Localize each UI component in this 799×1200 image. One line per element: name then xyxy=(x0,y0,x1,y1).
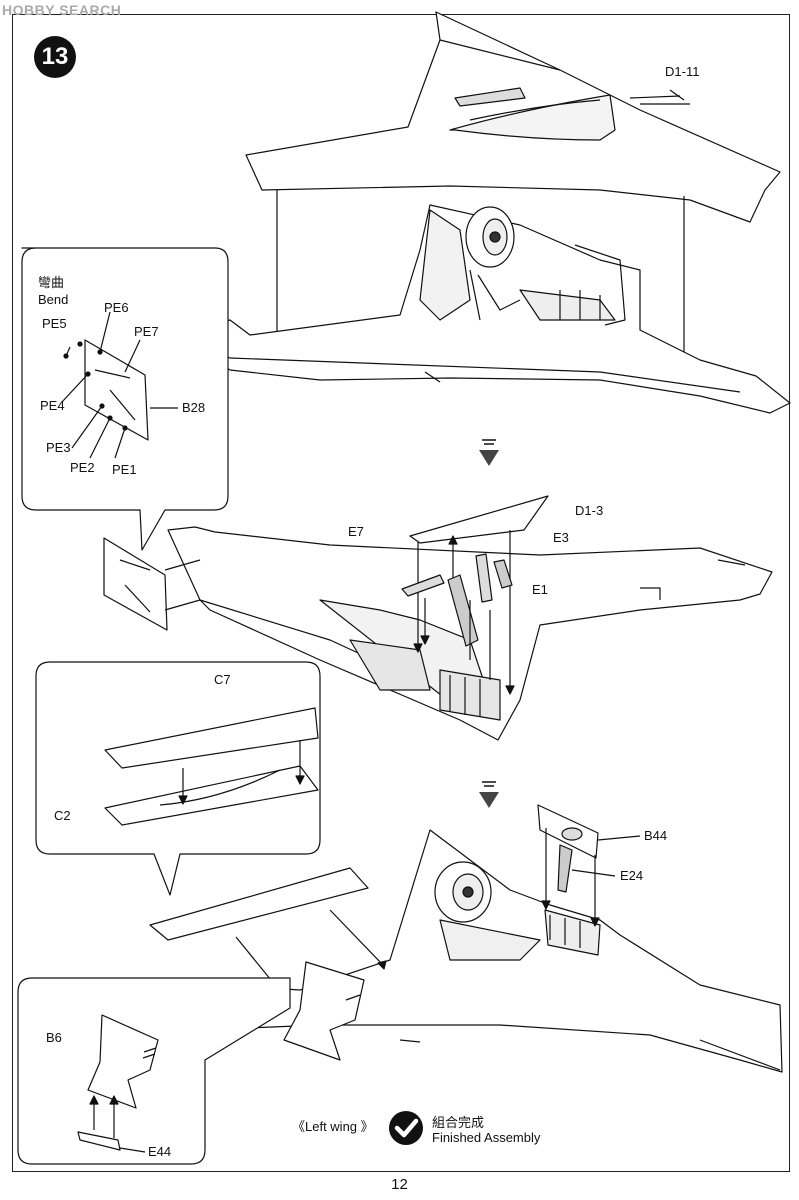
down-arrow-icon-2 xyxy=(479,781,499,808)
step-number-badge: 13 xyxy=(34,36,76,78)
label-pe3: PE3 xyxy=(46,440,71,455)
door-d1-3 xyxy=(409,495,549,695)
left-wing-caption: 《Left wing 》 xyxy=(292,1119,374,1134)
upper-wing-skin-d1-11 xyxy=(245,11,781,223)
small-parts-e7-e3-e1 xyxy=(401,553,513,680)
label-bend: Bend xyxy=(38,292,69,307)
bend-detail-inset xyxy=(21,247,229,551)
finished-caption-en: Finished Assembly xyxy=(432,1130,541,1145)
label-e44: E44 xyxy=(148,1144,172,1159)
label-e24: E24 xyxy=(620,868,644,883)
label-pe7: PE7 xyxy=(134,324,159,339)
check-circle-icon xyxy=(389,1111,423,1145)
b6-part xyxy=(283,961,365,1061)
label-e3: E3 xyxy=(553,530,569,545)
label-bend-cjk: 彎曲 xyxy=(38,276,65,291)
label-c2: C2 xyxy=(54,808,71,823)
page-number: 12 xyxy=(391,1176,408,1193)
label-pe6: PE6 xyxy=(104,300,129,315)
down-arrow-icon xyxy=(479,439,499,466)
label-c7: C7 xyxy=(214,672,231,687)
doors-c7-c2-inset xyxy=(35,661,321,896)
label-b6: B6 xyxy=(46,1030,62,1045)
door-c7-installed xyxy=(149,867,387,990)
label-d1-3: D1-3 xyxy=(575,503,604,518)
finished-caption-cjk: 組合完成 xyxy=(432,1116,485,1131)
watermark: HOBBY SEARCH xyxy=(2,2,122,18)
label-pe2: PE2 xyxy=(70,460,95,475)
label-e7: E7 xyxy=(348,524,364,539)
lower-wing-with-gear-top xyxy=(175,204,791,414)
label-b44: B44 xyxy=(644,828,668,843)
label-b28: B28 xyxy=(182,400,206,415)
b6-e44-inset xyxy=(17,977,291,1165)
label-e1: E1 xyxy=(532,582,548,597)
b28-piece xyxy=(103,537,201,631)
label-pe5: PE5 xyxy=(42,316,67,331)
label-d1-11: D1-11 xyxy=(665,64,700,79)
label-pe1: PE1 xyxy=(112,462,137,477)
label-pe4: PE4 xyxy=(40,398,65,413)
b44-e24-parts xyxy=(537,804,641,927)
page-frame xyxy=(12,14,790,1172)
